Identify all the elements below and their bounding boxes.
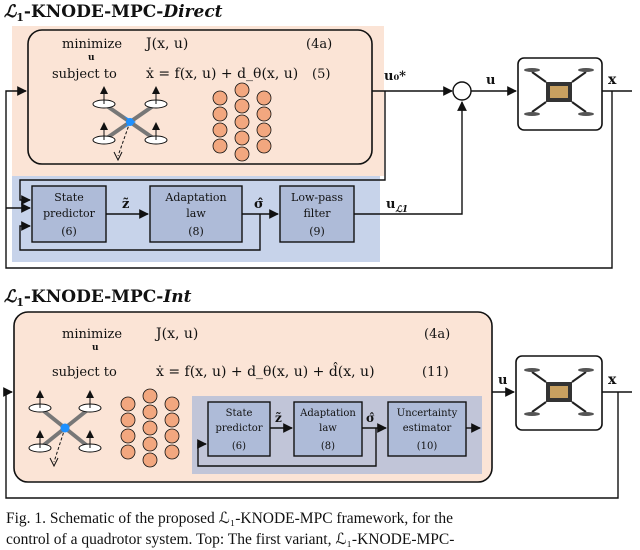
caption-line-2: control of a quadrotor system. Top: The … [6,531,455,548]
bottom-uncertainty-estimator [387,401,467,457]
top-eq-dyn: (5) [312,67,330,82]
bottom-state-predictor [207,401,271,457]
top-neural-net-icon [212,82,272,162]
top-sp-l1: State [54,191,83,204]
bottom-al-l2: law [319,423,337,434]
top-u0star-label: u₀* [384,69,406,84]
top-title: ℒ1-KNODE-MPC-Direct [4,2,223,24]
top-feedback-loop [5,86,613,269]
top-lp-l1: Low-pass [291,191,343,204]
bottom-minimize-label: minimize [62,327,122,342]
top-u-to-predictor [19,91,386,205]
top-u-label: u [486,73,495,88]
bottom-neural-net-icon [120,388,180,468]
bottom-drone-photo [524,368,594,416]
top-al-l1: Adaptation [164,191,226,204]
top-dynamics: ẋ = f(x, u) + d_θ(x, u) [146,66,298,82]
figure-caption: Fig. 1. Schematic of the proposed ℒ₁-KNO… [6,508,638,550]
bottom-adaptation-law [293,401,363,457]
bottom-u-label: u [498,373,507,388]
bottom-dynamics: ẋ = f(x, u) + d_θ(x, u) + d̂(x, u) [156,361,375,380]
bottom-subject-to: subject to [52,365,117,380]
top-minimize-label: minimize [62,37,122,52]
top-ul1-label: uℒ1 [386,197,408,215]
top-lp-l2: filter [303,207,331,220]
top-sp-l3: (6) [61,225,77,238]
top-al-l2: law [186,207,206,220]
top-sp-l2: predictor [43,207,96,220]
bottom-x-label: x [608,372,617,388]
top-lowpass-filter [279,185,355,243]
bottom-minimize-sub: u [92,343,99,353]
top-arrow-ul1 [354,101,467,215]
bottom-al-l1: Adaptation [299,408,356,419]
bottom-eq-dyn: (11) [422,365,449,380]
bottom-objective: J(x, u) [154,326,198,342]
bottom-ue-l3: (10) [417,441,438,452]
bottom-ue-l2: estimator [403,423,452,434]
bottom-sigma-feedback [197,428,377,467]
top-quad-icon [92,86,168,162]
bottom-sp-l2: predictor [215,423,262,434]
top-summing-junction [452,81,472,101]
top-sigma-feedback [19,214,261,251]
bottom-sigma-label: σ̂ [366,411,375,425]
bottom-title: ℒ1-KNODE-MPC-Int [4,287,192,309]
top-mpc-background [12,26,384,176]
top-objective: J(x, u) [144,36,188,52]
top-al-l3: (8) [188,225,204,238]
top-mpc-block [27,29,373,165]
top-x-label: x [608,72,617,88]
caption-line-1: Fig. 1. Schematic of the proposed ℒ₁-KNO… [6,510,454,527]
bottom-quad-icon [28,390,102,468]
top-state-predictor [31,185,107,243]
bottom-eq-obj: (4a) [424,327,450,342]
top-subject-to: subject to [52,67,117,82]
bottom-z-label: z̃ [275,411,282,425]
bottom-sp-l1: State [226,408,253,419]
top-lp-l3: (9) [309,225,325,238]
bottom-ue-l1: Uncertainty [397,408,458,419]
top-drone-photo [524,68,594,116]
bottom-sp-l3: (6) [232,441,246,452]
bottom-al-l3: (8) [321,441,335,452]
top-eq-obj: (4a) [306,37,332,52]
top-minimize-sub: u [88,53,95,63]
bottom-feedback-loop [3,387,619,499]
top-sigma-label: σ̂ [254,197,264,212]
top-z-label: z̃ [122,197,129,212]
